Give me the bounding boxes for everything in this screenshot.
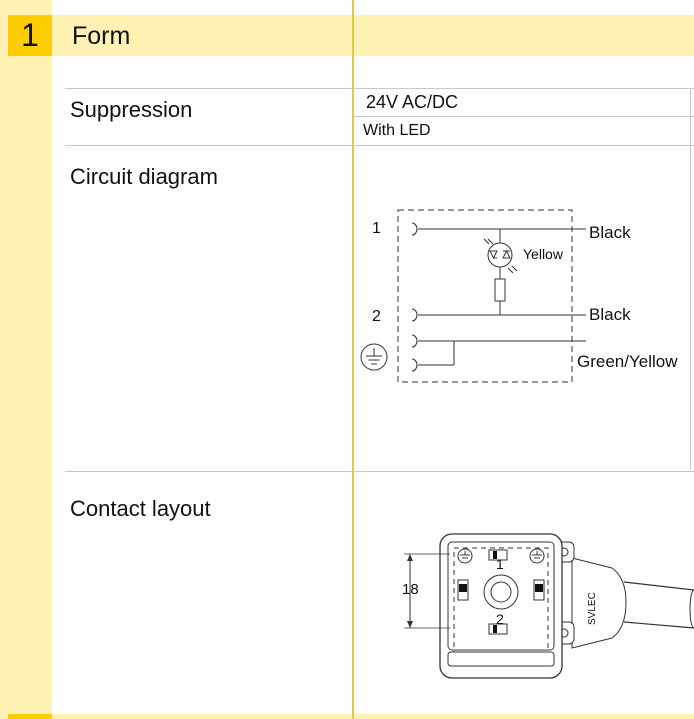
pin-1: [488, 549, 508, 561]
brand-label: SVLEC: [587, 592, 598, 625]
cable: [623, 581, 694, 629]
led-color-label: Yellow: [523, 246, 564, 262]
pin2-label: 2: [496, 611, 504, 627]
bottom-band: [0, 714, 694, 719]
section-number-box: 1: [8, 15, 52, 56]
dimension-value: 18: [402, 581, 419, 598]
ground-wire-color-label: Green/Yellow: [577, 352, 678, 371]
pin2-number: 2: [372, 308, 381, 325]
pin2-contact: [411, 308, 418, 322]
section-number: 1: [21, 17, 39, 53]
pin1-number: 1: [372, 220, 381, 237]
center-screw: [483, 574, 519, 610]
ground-contact-1: [411, 334, 418, 348]
suppression-label: Suppression: [70, 97, 193, 122]
pin-2: [488, 623, 508, 635]
column-divider: [352, 0, 354, 719]
rule-top: [65, 88, 694, 89]
enclosure-dashed-box: [397, 209, 573, 383]
wire2-color-label: Black: [589, 305, 631, 324]
suppression-value: 24V AC/DC: [366, 92, 459, 112]
pin-area-dashed: [453, 547, 549, 653]
connector-foot: [447, 651, 555, 667]
left-margin-strip: [0, 0, 52, 719]
earth-ground-icon: [360, 343, 388, 371]
earth-icon-left: [457, 548, 473, 564]
section-title: Form: [72, 22, 131, 50]
circuit-diagram: 1 2 Black Yellow Black Green/Yellow: [360, 209, 678, 383]
rule-mid: [65, 145, 694, 146]
contact-layout-label: Contact layout: [70, 496, 211, 521]
ground-contact-2: [411, 358, 418, 372]
pin1-label: 1: [496, 556, 504, 572]
rule-inner: [354, 116, 694, 117]
resistor-icon: [494, 278, 506, 302]
bottom-accent: [8, 714, 52, 719]
right-edge-line: [690, 88, 691, 470]
cable-end: [689, 589, 694, 629]
header-band: [52, 15, 694, 56]
suppression-subvalue: With LED: [363, 122, 431, 139]
pin1-contact: [411, 222, 418, 236]
cable-gland: [571, 557, 627, 649]
circuit-diagram-label: Circuit diagram: [70, 164, 218, 189]
contact-layout-diagram: 18 1 2 SVLEC: [402, 533, 694, 679]
wire1-color-label: Black: [589, 223, 631, 242]
earth-icon-right: [529, 548, 545, 564]
rule-bottom: [65, 471, 694, 472]
